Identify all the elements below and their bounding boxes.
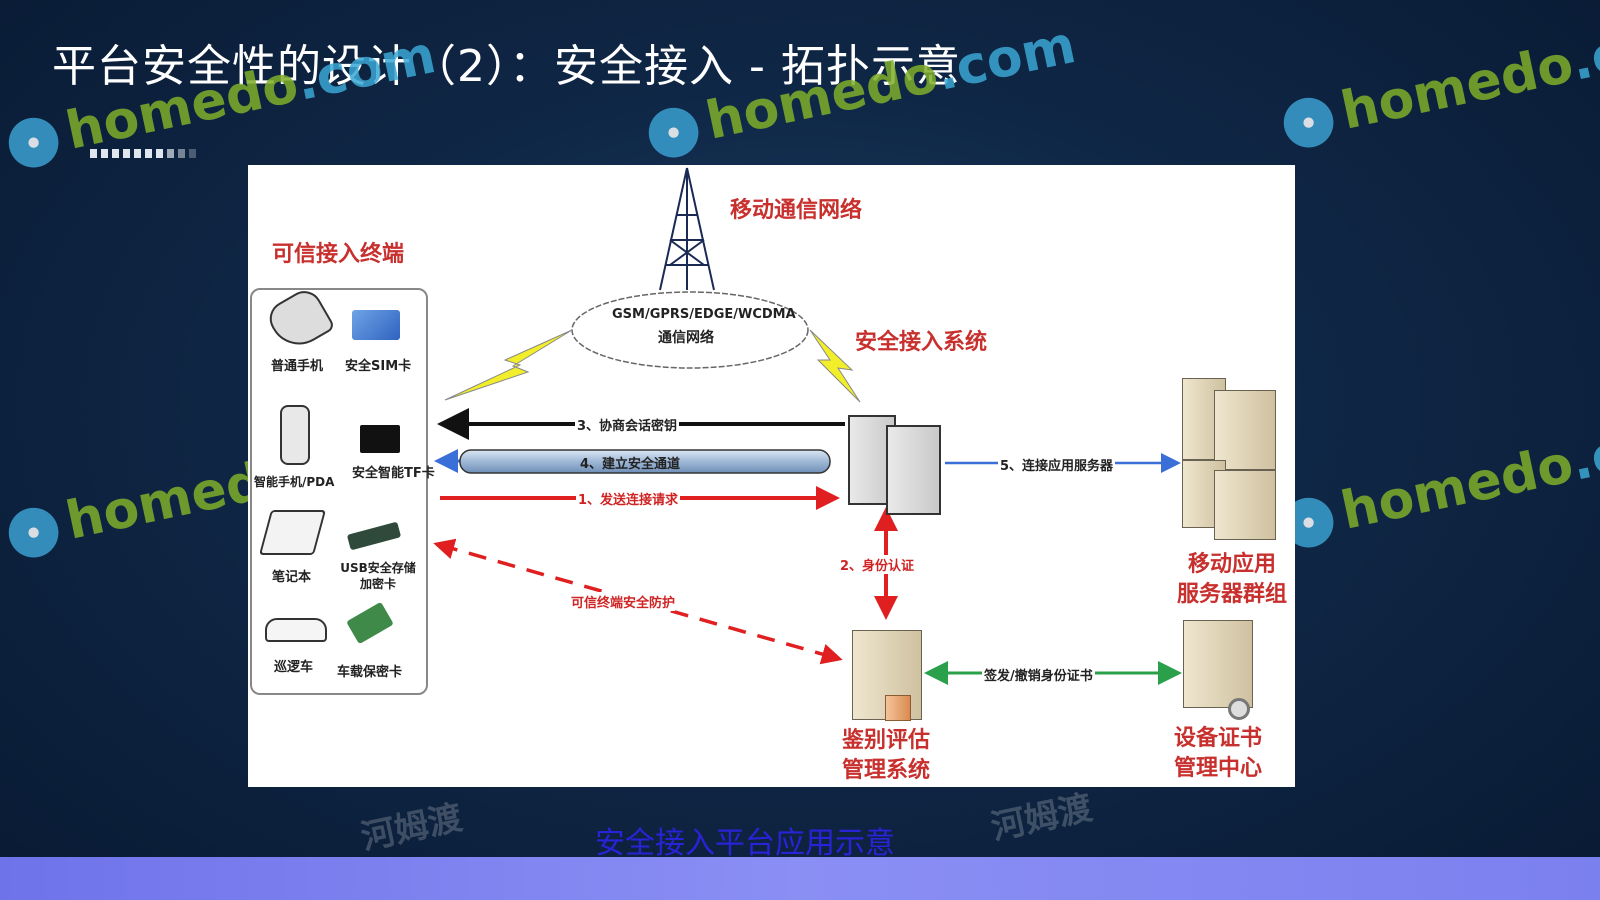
terminal-label: 笔记本 [272,570,312,585]
terminal-label: 安全智能TF卡 [352,466,435,481]
step4-label: 4、建立安全通道 [580,457,681,472]
lightning-right-icon [809,329,861,403]
app-servers-label-2: 服务器群组 [1176,582,1287,607]
slide-title: 平台安全性的设计（2）：安全接入 - 拓扑示意 [52,41,961,92]
terminal-label: 普通手机 [271,359,324,374]
terminal-group [250,288,428,695]
protection-label: 可信终端安全防护 [571,592,676,611]
terminal-label: USB安全存储加密卡 [340,561,416,591]
slide-caption: 安全接入平台应用示意 [595,826,895,861]
footer-band [0,857,1600,900]
auth-system-label-2: 管理系统 [841,758,930,783]
terminal-label: 车载保密卡 [337,665,403,680]
step3-label: 3、协商会话密钥 [575,415,680,434]
step1-label: 1、发送连接请求 [576,489,681,508]
step5-label: 5、连接应用服务器 [998,455,1116,474]
arrow-terminal-protection [433,538,843,665]
auth-system-label-1: 鉴别评估 [841,728,930,753]
radio-tower-icon [659,167,715,291]
access-system-title: 安全接入系统 [855,330,988,355]
mobile-network-title: 移动通信网络 [730,198,863,223]
tf-card-icon [360,425,400,453]
app-servers-label-1: 移动应用 [1187,552,1276,577]
lightning-left-icon [444,329,573,401]
terminal-label: 智能手机/PDA [254,475,335,489]
cert-center-label-2: 管理中心 [1173,756,1262,781]
patrol-car-icon [265,618,327,642]
terminal-label: 巡逻车 [274,660,314,675]
cert-arrow-label: 签发/撤销身份证书 [982,665,1095,684]
cert-center-label-1: 设备证书 [1173,726,1262,751]
cloud-label-network: 通信网络 [658,330,714,346]
step2-label: 2、身份认证 [840,555,915,574]
terminals-title: 可信接入终端 [272,242,405,267]
sim-card-icon [352,310,400,340]
cloud-label-protocols: GSM/GPRS/EDGE/WCDMA [612,307,796,322]
pda-icon [280,405,310,465]
terminal-label: 安全SIM卡 [345,359,412,374]
secure-tunnel [459,449,831,474]
title-decoration-dots [90,149,196,158]
